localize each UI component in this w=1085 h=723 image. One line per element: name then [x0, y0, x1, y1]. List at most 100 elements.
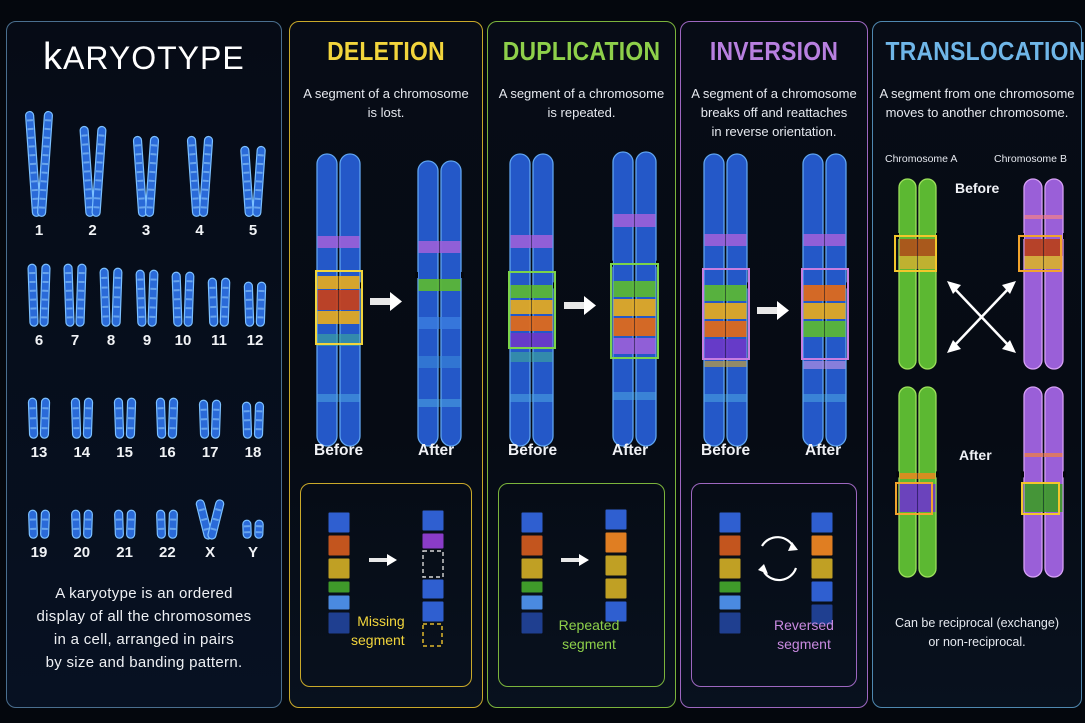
chromatid [240, 145, 254, 217]
centromere [936, 471, 939, 478]
chromatid [253, 401, 265, 439]
desc-line: A segment of a chromosome [303, 86, 469, 101]
karyotype-title: kARYOTYPE [43, 36, 281, 79]
chromatid [27, 263, 39, 327]
highlight-box [801, 268, 849, 360]
chromosome-number: 13 [30, 444, 48, 461]
duplication-title: DUPLICATION [502, 36, 661, 66]
chromosome-pair: 6 [21, 260, 57, 349]
chromosome-pair-icon [199, 399, 222, 439]
chromosome-pair: 22 [149, 496, 185, 561]
chromatid [254, 519, 264, 539]
before-label: Before [508, 442, 558, 459]
translocation-illustration [894, 178, 1066, 578]
chromosome-pair: 13 [21, 396, 57, 461]
chromatid [63, 263, 75, 327]
missing-segment-label: Missing segment [351, 612, 405, 650]
bands-before [718, 511, 742, 635]
chromosome-number: 5 [248, 222, 258, 239]
chromosome-pair: 9 [129, 260, 165, 349]
chromosome-pair: 16 [149, 396, 185, 461]
band-bar [421, 532, 445, 550]
desc-line: in a cell, arranged in pairs [53, 631, 235, 648]
translocation-description: A segment from one chromosome moves to a… [879, 84, 1075, 122]
deletion-legend-box: Missing segment [300, 483, 472, 687]
chromosome-pair-icon [70, 509, 93, 539]
chromosome-pair-icon [186, 135, 213, 217]
band-bar [810, 534, 834, 557]
chromatid [113, 397, 124, 439]
missing-band [422, 550, 444, 578]
centromere [415, 272, 418, 278]
chromatid [40, 509, 50, 539]
band-bar [421, 578, 445, 600]
chromosome-number: 12 [246, 332, 264, 349]
desc-line: display of all the chromosomes [36, 608, 252, 625]
karyotype-description: A karyotype is an ordered display of all… [17, 582, 271, 674]
chromatid [82, 397, 93, 439]
centromere [896, 471, 899, 478]
chromosome-pair: 4 [182, 106, 218, 239]
highlight-box [894, 235, 937, 272]
band-bar [604, 531, 628, 554]
desc-line: A segment from one chromosome [879, 86, 1075, 101]
chromatid [1023, 178, 1043, 370]
chromosome-pair: 5 [235, 106, 271, 239]
chromatid [39, 263, 51, 327]
repeated-segment-label: Repeated segment [539, 616, 639, 654]
chromosome-number: 2 [88, 222, 97, 239]
chromosome-number: 3 [141, 222, 151, 239]
chromatid [132, 135, 148, 217]
karyotype-row: 1 2 3 4 5 [21, 106, 271, 239]
chromosome-number: 16 [159, 444, 176, 461]
inversion-description: A segment of a chromosome breaks off and… [687, 84, 861, 141]
chromatid [147, 269, 159, 327]
chromatid [168, 397, 179, 439]
right-arrow-icon [561, 554, 589, 566]
band-bar [718, 594, 742, 611]
desc-line: in reverse orientation. [711, 124, 837, 139]
chromatid [79, 125, 94, 217]
chromosome-pair: 14 [64, 396, 100, 461]
band-bar [604, 554, 628, 577]
translocation-panel: TRANSLOCATION A segment from one chromos… [872, 21, 1085, 708]
duplication-legend-box: Repeated segment [498, 483, 665, 687]
highlight-box [315, 270, 363, 345]
before-label: Before [314, 442, 364, 459]
chromosome-pair: 1 [21, 106, 57, 239]
chromatid [417, 160, 439, 447]
inversion-bands-diagram [718, 511, 834, 635]
right-arrow-icon [564, 296, 596, 315]
deletion-title: DELETION [327, 36, 445, 66]
chromatid [70, 509, 81, 539]
chromosome-number: 17 [201, 444, 219, 461]
bands-after [810, 511, 834, 626]
desc-line: is lost. [367, 105, 405, 120]
chromosome-number: 19 [30, 544, 48, 561]
chromatid [207, 277, 219, 327]
deletion-bands-diagram [327, 509, 445, 647]
chromatid [39, 397, 51, 439]
legend-line: Repeated [558, 617, 620, 633]
chromosome-number: 15 [116, 444, 133, 461]
highlight-box [1021, 482, 1060, 515]
chromosome-pair: 7 [57, 260, 93, 349]
band-bar [604, 577, 628, 600]
chromatid [195, 499, 213, 540]
chromosome-pair-icon [28, 509, 50, 539]
duplication-bands-diagram [520, 508, 628, 635]
centromere [1063, 471, 1066, 478]
band-bar [718, 557, 742, 580]
highlight-box [895, 482, 933, 515]
inversion-title: INVERSION [709, 36, 839, 66]
duplication-panel: DUPLICATION A segment of a chromosome is… [487, 21, 676, 708]
desc-line: by size and banding pattern. [45, 654, 243, 671]
chromosome-pair-icon [25, 110, 53, 217]
chromosome-pair-icon [70, 397, 93, 439]
chromosome-pair-icon [240, 145, 266, 217]
highlight-box [702, 268, 750, 360]
bands-after [604, 508, 628, 623]
band-bar [718, 534, 742, 557]
